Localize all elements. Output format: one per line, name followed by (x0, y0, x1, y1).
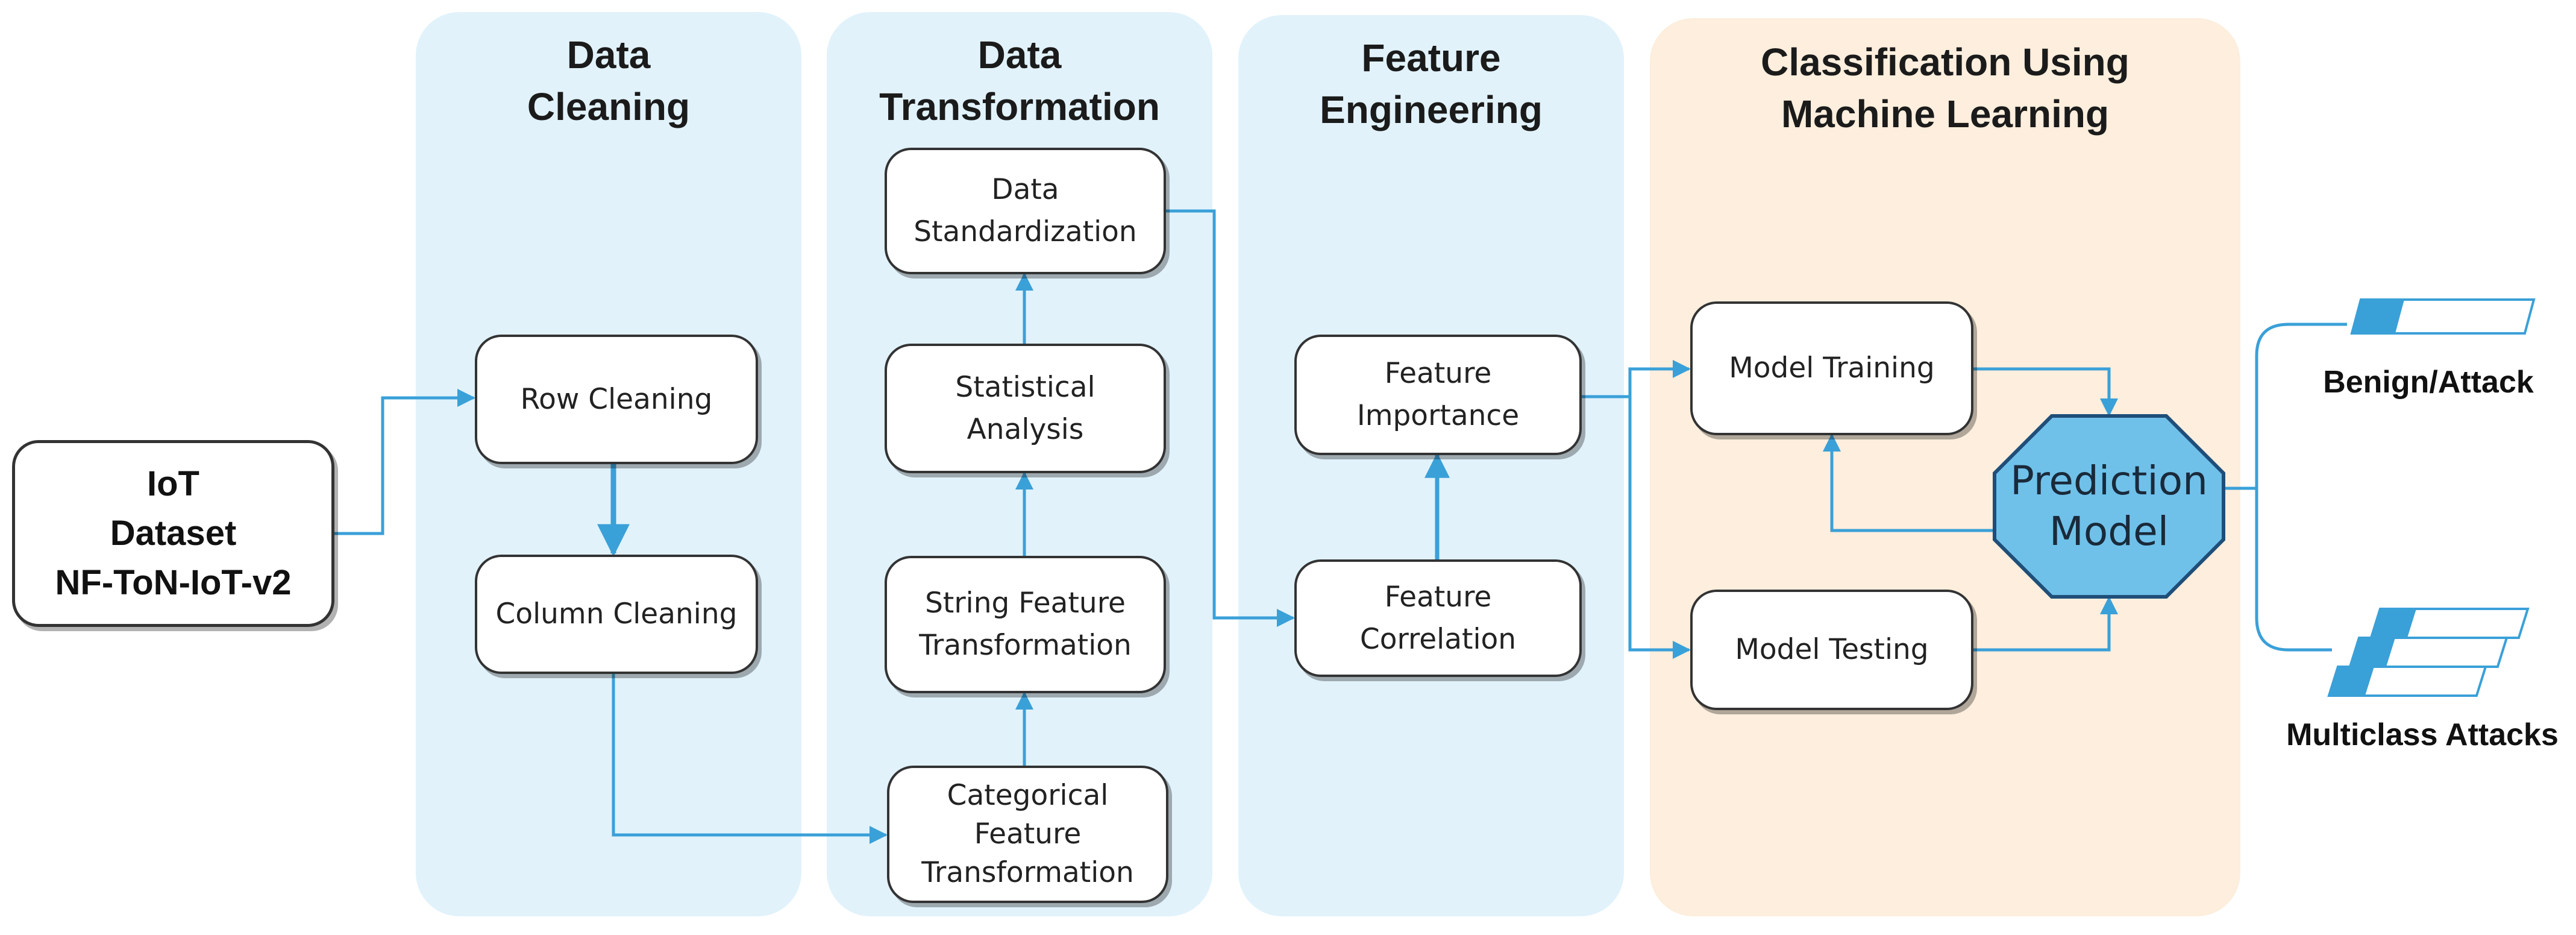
data-cleaning-panel (416, 12, 801, 916)
model-training-box: Model Training (1690, 301, 1973, 435)
arrow-standardization-to-correlation (1166, 209, 1295, 627)
row-cleaning-box: Row Cleaning (475, 335, 758, 464)
arrow-testing-to-prediction (1973, 596, 2118, 652)
feature-correlation-box: Feature Correlation (1294, 559, 1582, 677)
classification-title: Classification Using Machine Learning (1761, 40, 2129, 136)
binary-output-icon (2350, 298, 2536, 335)
column-cleaning-box: Column Cleaning (475, 555, 758, 674)
data-transformation-title: Data Transformation (879, 33, 1160, 128)
arrow-prediction-feedback-to-training (1823, 433, 1998, 532)
feature-importance-box: Feature Importance (1294, 335, 1582, 455)
arrow-importance-to-testing (1582, 395, 1691, 659)
prediction-model-octagon (1993, 414, 2225, 599)
output-connector (2223, 323, 2347, 652)
data-standardization-box: Data Standardization (885, 148, 1166, 274)
arrow-importance-to-training (1582, 360, 1691, 398)
arrow-training-to-prediction (1973, 367, 2118, 417)
statistical-analysis-box: Statistical Analysis (885, 344, 1166, 473)
categorical-feature-transformation-box: Categorical Feature Transformation (887, 766, 1168, 903)
arrow-dataset-to-row-cleaning (334, 389, 475, 535)
feature-engineering-title: Feature Engineering (1320, 36, 1543, 131)
multiclass-output-icon (2327, 608, 2530, 697)
iot-dataset-box: IoT Dataset NF-ToN-IoT-v2 (12, 440, 334, 627)
string-feature-transformation-box: String Feature Transformation (885, 556, 1166, 693)
model-testing-box: Model Testing (1690, 590, 1973, 710)
multiclass-output-label: Multiclass Attacks (2286, 717, 2559, 752)
data-cleaning-title: Data Cleaning (527, 33, 691, 128)
prediction-model-label: Prediction Model (2010, 458, 2208, 555)
arrow-column-to-categorical (612, 674, 888, 844)
binary-output-label: Benign/Attack (2323, 365, 2534, 400)
